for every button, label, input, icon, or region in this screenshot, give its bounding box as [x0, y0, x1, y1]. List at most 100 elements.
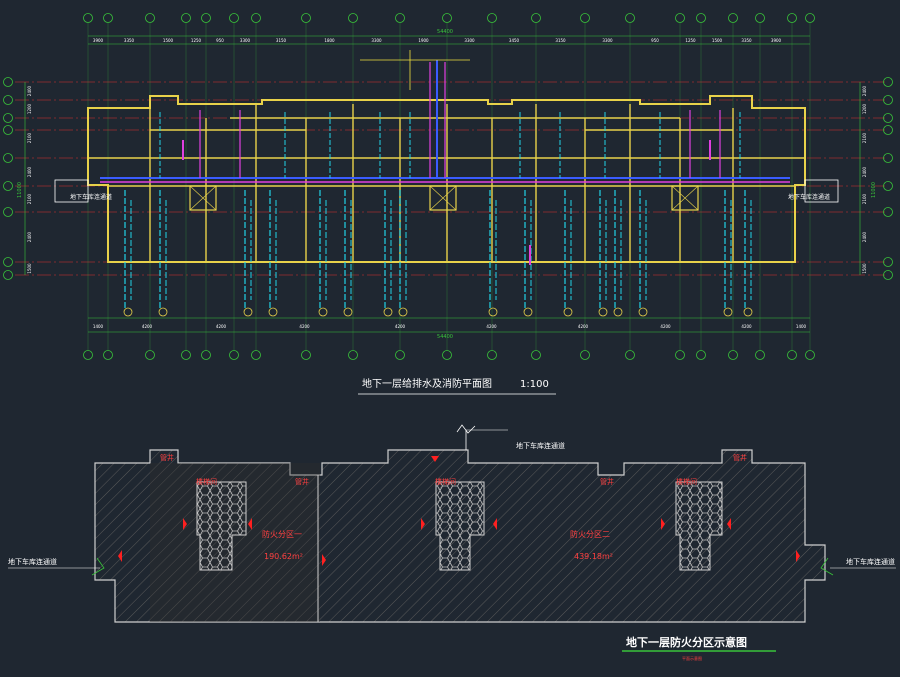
drain-pit	[243, 307, 253, 317]
axis-bubble-bottom	[181, 350, 191, 360]
connector-left: 地下车库连通道	[8, 557, 105, 576]
axis-bubble-bottom	[103, 350, 113, 360]
plan-title: 地下一层给排水及消防平面图	[362, 377, 492, 390]
axis-bubble-bottom	[145, 350, 155, 360]
axis-bubble-top	[103, 13, 113, 23]
axis-bubble-top	[442, 13, 452, 23]
stair-right	[675, 481, 723, 571]
elevator-shaft	[429, 185, 457, 211]
axis-bubble-bottom	[251, 350, 261, 360]
dim-text-left: 2400	[27, 231, 32, 242]
dim-text-top: 3350	[124, 38, 135, 43]
axis-bubble-top	[251, 13, 261, 23]
drain-pit	[398, 307, 408, 317]
axis-bubble-top	[181, 13, 191, 23]
axis-bubble-right	[883, 113, 893, 123]
axis-bubble-top	[805, 13, 815, 23]
wing-label-right: 地下车库连通道	[788, 193, 830, 201]
dim-text-right: 2400	[862, 231, 867, 242]
dim-text-top: 1250	[191, 38, 202, 43]
drain-pit	[123, 307, 133, 317]
axis-bubble-top	[301, 13, 311, 23]
dim-text-bottom: 4200	[486, 324, 497, 329]
dim-text-right: 2100	[862, 132, 867, 143]
axis-bubble-top	[580, 13, 590, 23]
zone-subtitle: 平面示意图	[682, 655, 702, 661]
riser-magenta	[199, 62, 721, 178]
svg-text:地下车库连通道: 地下车库连通道	[846, 557, 895, 566]
svg-text:地下车库连通道: 地下车库连通道	[8, 557, 57, 566]
axis-bubble-bottom	[696, 350, 706, 360]
axis-bubble-top	[145, 13, 155, 23]
overall-dim-bottom: 54400	[437, 334, 453, 340]
dim-text-top: 3300	[464, 38, 475, 43]
dim-text-right: 2100	[862, 193, 867, 204]
drain-pit	[638, 307, 648, 317]
axis-bubble-top	[728, 13, 738, 23]
dim-text-bottom: 4200	[395, 324, 406, 329]
axis-bubble-left	[3, 270, 13, 280]
dim-text-top: 3350	[741, 38, 752, 43]
zone-one-name: 防火分区一	[262, 529, 302, 539]
axis-bubble-right	[883, 257, 893, 267]
axis-bubble-bottom	[787, 350, 797, 360]
zone-two-area: 439.18m²	[574, 552, 613, 561]
axis-bubble-bottom	[395, 350, 405, 360]
axis-bubble-left	[3, 207, 13, 217]
dim-text-left: 1500	[27, 263, 32, 274]
pipe-network	[100, 50, 790, 317]
svg-text:地下车库连通道: 地下车库连通道	[516, 441, 565, 450]
axis-bubble-top	[201, 13, 211, 23]
drain-pit	[563, 307, 573, 317]
axis-bubble-left	[3, 181, 13, 191]
dim-text-bottom: 4200	[741, 324, 752, 329]
axis-bubble-top	[675, 13, 685, 23]
drain-pit	[158, 307, 168, 317]
axis-bubble-right	[883, 153, 893, 163]
dim-text-left: 2400	[27, 85, 32, 96]
axis-bubbles	[3, 13, 893, 360]
axis-bubble-top	[395, 13, 405, 23]
axis-bubble-top	[531, 13, 541, 23]
dim-text-left: 2400	[27, 166, 32, 177]
axis-bubble-top	[487, 13, 497, 23]
dim-text-right: 2400	[862, 85, 867, 96]
drain-pit	[383, 307, 393, 317]
dim-text-top: 3450	[509, 38, 520, 43]
connector-top: 地下车库连通道	[456, 424, 565, 450]
axis-bubble-bottom	[675, 350, 685, 360]
zone-title: 地下一层防火分区示意图	[626, 635, 747, 649]
elevator-shaft	[671, 185, 699, 211]
axis-bubble-left	[3, 257, 13, 267]
axis-bubble-right	[883, 125, 893, 135]
fire-zone-diagram: 管井 管井 管井 管井 楼梯间 楼梯间 楼梯间 防火分区一 190.62m² 防…	[8, 424, 896, 661]
drain-pit	[268, 307, 278, 317]
dim-text-bottom: 4200	[578, 324, 589, 329]
axis-bubble-right	[883, 181, 893, 191]
elevator-x	[671, 185, 699, 211]
elevator-x	[429, 185, 457, 211]
stair-label-center: 楼梯间	[435, 477, 456, 486]
dim-text-top: 3150	[555, 38, 566, 43]
axis-bubble-top	[348, 13, 358, 23]
axis-bubble-bottom	[728, 350, 738, 360]
axis-bubble-bottom	[580, 350, 590, 360]
dim-text-bottom: 1400	[93, 324, 104, 329]
dim-text-bottom: 4200	[299, 324, 310, 329]
dim-text-right: 2400	[862, 166, 867, 177]
drain-pit	[488, 307, 498, 317]
total-height-dim-left: 11000	[17, 182, 23, 198]
wing-left	[54, 179, 89, 203]
axis-bubble-top	[229, 13, 239, 23]
dim-text-left: 2100	[27, 193, 32, 204]
elevator-x	[189, 185, 217, 211]
dim-text-top: 950	[216, 38, 224, 43]
dim-text-left: 2100	[27, 132, 32, 143]
dim-text-right: 1500	[862, 263, 867, 274]
dim-text-bottom: 1400	[796, 324, 807, 329]
axis-bubble-bottom	[83, 350, 93, 360]
dim-text-right: 1200	[862, 103, 867, 114]
drain-pit	[723, 307, 733, 317]
wing-right	[804, 179, 839, 203]
